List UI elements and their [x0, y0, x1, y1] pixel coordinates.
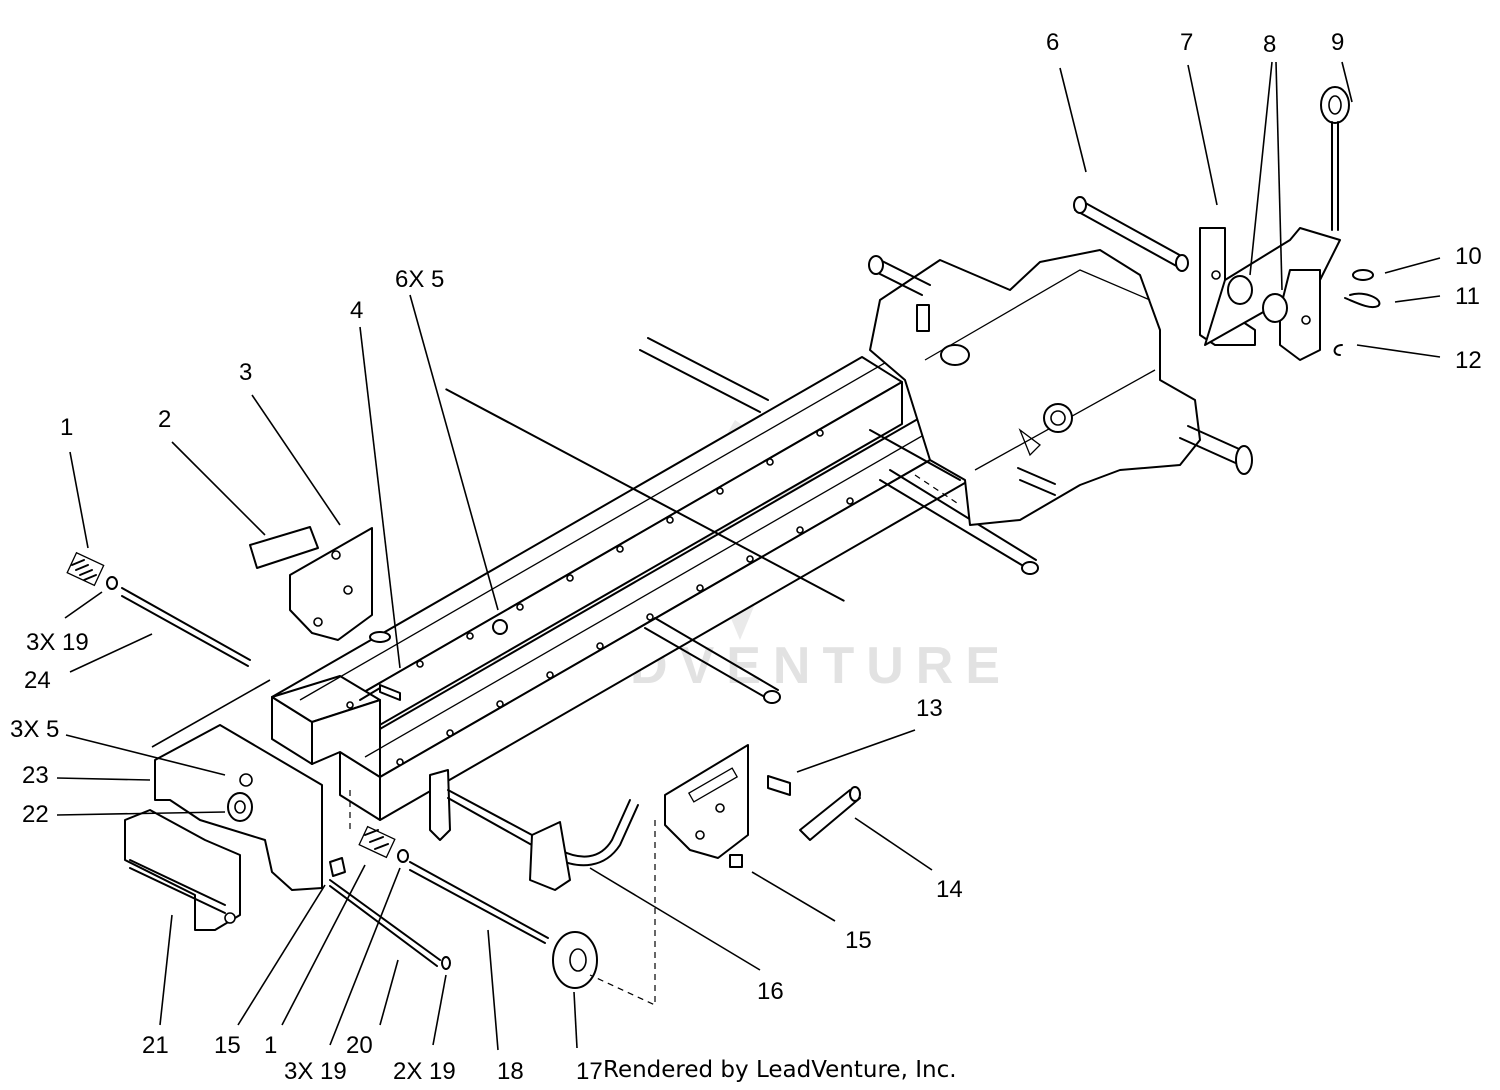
render-credit: Rendered by LeadVenture, Inc.: [603, 1057, 957, 1083]
callout-3x5: 3X 5: [10, 716, 59, 743]
callout-15-right: 15: [845, 927, 872, 954]
callout-20: 20: [346, 1032, 373, 1059]
callout-12: 12: [1455, 347, 1482, 374]
callout-17: 17: [576, 1058, 603, 1085]
callout-3: 3: [239, 359, 252, 386]
callout-21: 21: [142, 1032, 169, 1059]
main-frame: [271, 337, 1039, 821]
callout-2x19: 2X 19: [393, 1058, 456, 1085]
frame-holes: [346, 429, 854, 766]
callout-15-left: 15: [214, 1032, 241, 1059]
callout-14: 14: [936, 876, 963, 903]
assembly-lines: [349, 474, 961, 1006]
callout-4: 4: [350, 297, 363, 324]
callout-7: 7: [1180, 29, 1193, 56]
callout-24: 24: [24, 667, 51, 694]
callout-13: 13: [916, 695, 943, 722]
callout-10: 10: [1455, 243, 1482, 270]
callout-16: 16: [757, 978, 784, 1005]
hitch-assembly: [1073, 86, 1381, 361]
callout-labels: 1 2 3 4 6X 5 6 7 8 9 10 11 12 3X 19 24 3…: [10, 29, 1482, 1085]
callout-2: 2: [158, 406, 171, 433]
callout-1-lower: 1: [264, 1032, 277, 1059]
spring-1: [66, 551, 105, 587]
leader-lines: [56, 61, 1441, 1051]
transaxle: [868, 249, 1253, 526]
callout-6: 6: [1046, 29, 1059, 56]
callout-23: 23: [22, 762, 49, 789]
callout-6x5: 6X 5: [395, 266, 444, 293]
callout-9: 9: [1331, 29, 1344, 56]
callout-3x19-lower: 3X 19: [284, 1058, 347, 1085]
callout-3x19-left: 3X 19: [26, 629, 89, 656]
lower-center-parts: [429, 744, 861, 989]
left-parts: [66, 526, 549, 970]
callout-18: 18: [497, 1058, 524, 1085]
callout-22: 22: [22, 801, 49, 828]
callout-1: 1: [60, 414, 73, 441]
callout-11: 11: [1455, 283, 1480, 310]
callout-8: 8: [1263, 31, 1276, 58]
